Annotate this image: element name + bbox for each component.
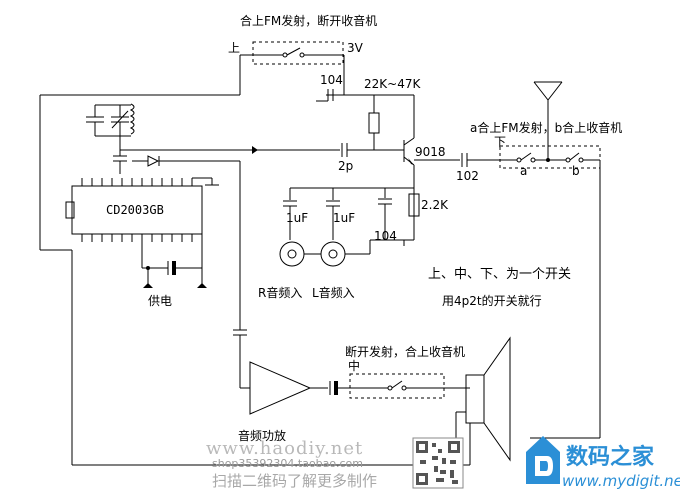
mid-switch — [387, 380, 407, 391]
audio-jack-l — [320, 241, 346, 267]
audio-amplifier — [240, 361, 312, 415]
label-c104-bot: 104 — [374, 229, 397, 243]
label-note1: 上、中、下、为一个开关 — [428, 267, 571, 282]
label-r22k: 2.2K — [421, 198, 449, 212]
capacitor-104-top — [316, 89, 334, 102]
label-mid-note: 断开发射，合上收音机 — [345, 344, 465, 359]
logo-text-en: www.mydigit.net — [562, 472, 680, 490]
label-zhong: 中 — [348, 358, 360, 373]
ic-cd2003gb — [71, 185, 203, 235]
arrow-signal — [252, 146, 258, 154]
tank-capacitor — [86, 105, 104, 136]
ic-cap — [113, 155, 127, 162]
amp-input-cap — [233, 329, 247, 336]
capacitor-1uf-r — [283, 200, 297, 207]
label-c1uf-l: 1uF — [333, 211, 355, 225]
label-note2: 用4p2t的开关就行 — [442, 293, 542, 308]
watermark-shop: shop35392304.taobao.com — [212, 457, 363, 470]
resistor-2-2k — [408, 193, 420, 217]
amp-output-cap — [329, 381, 338, 395]
capacitor-104-bottom — [378, 198, 392, 205]
resistor-22k-47k — [368, 112, 380, 134]
watermark-scan: 扫描二维码了解更多制作 — [212, 472, 377, 490]
label-c2p: 2p — [338, 159, 353, 173]
label-r-range: 22K~47K — [364, 77, 421, 91]
power-capacitor — [167, 261, 176, 275]
label-transistor: 9018 — [415, 145, 446, 159]
diode — [147, 155, 160, 167]
label-top-switch-note: 合上FM发射，断开收音机 — [240, 13, 377, 28]
label-3v: 3V — [347, 41, 364, 55]
top-switch — [240, 47, 344, 58]
capacitor-2p — [341, 143, 348, 157]
label-xia: 下 — [494, 135, 506, 149]
label-shang: 上 — [228, 41, 240, 55]
mydigit-logo — [526, 436, 560, 484]
ic-pins-top — [81, 178, 193, 186]
label-c1uf-r: 1uF — [286, 211, 308, 225]
ic-pins-bottom — [81, 234, 193, 242]
label-c102: 102 — [456, 169, 479, 183]
inductor-coil — [129, 103, 135, 135]
transistor-9018 — [403, 137, 415, 166]
switch-b — [565, 152, 600, 163]
power-arrow — [143, 283, 153, 288]
antenna — [533, 81, 563, 162]
audio-jack-r — [279, 241, 305, 267]
logo-text-cn: 数码之家 — [566, 444, 655, 470]
label-sw-b: b — [572, 164, 580, 178]
label-r-audio: R音频入 — [258, 285, 302, 300]
top-switch-dashed-box — [252, 41, 344, 65]
qr-code — [412, 437, 464, 489]
capacitor-102 — [461, 153, 468, 167]
label-ab-note: a合上FM发射，b合上收音机 — [470, 120, 622, 135]
ground-arrow — [197, 283, 207, 288]
ab-switch-dashed-box — [499, 145, 601, 169]
label-ic: CD2003GB — [106, 203, 164, 217]
label-c104-top: 104 — [320, 73, 343, 87]
label-sw-a: a — [520, 164, 527, 178]
label-power: 供电 — [148, 294, 172, 308]
mid-switch-dashed-box — [349, 373, 445, 399]
watermark-url: www.haodiy.net — [206, 438, 363, 459]
speaker — [465, 336, 511, 462]
ic-notch — [65, 201, 75, 219]
capacitor-1uf-l — [326, 200, 340, 207]
label-l-audio: L音频入 — [312, 285, 355, 300]
label-amp: 音频功放 — [238, 428, 286, 443]
variable-capacitor — [111, 105, 129, 136]
switch-a — [516, 152, 566, 163]
